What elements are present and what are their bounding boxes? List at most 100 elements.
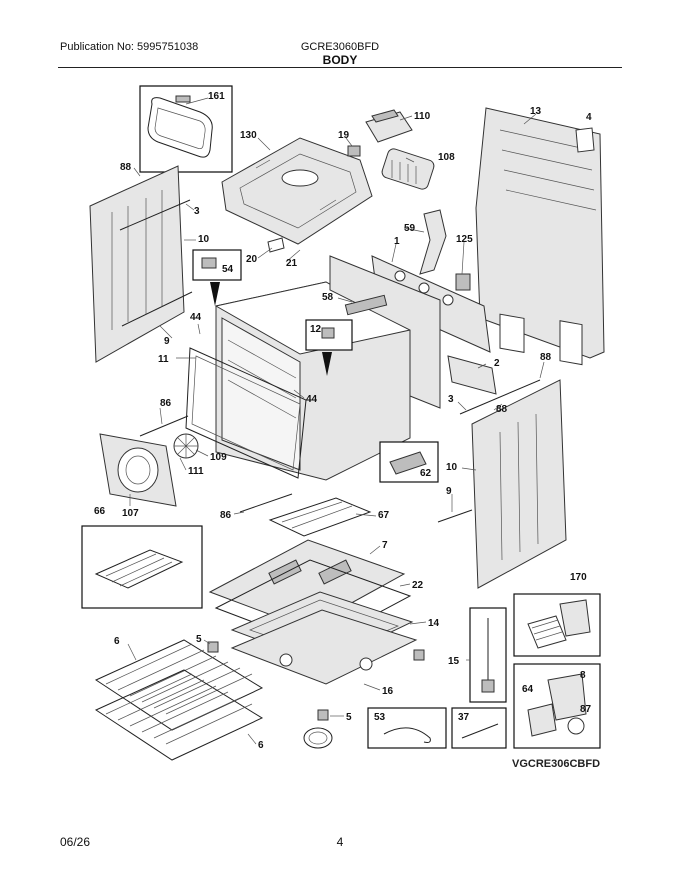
label-64: 64 bbox=[522, 684, 534, 695]
part-1-knob-c bbox=[442, 294, 454, 306]
oven-rack-supports bbox=[227, 339, 297, 419]
label-5-upper: 5 bbox=[196, 634, 202, 645]
part-8-box-group[interactable] bbox=[513, 663, 601, 749]
leader-161 bbox=[185, 97, 209, 105]
part-15-box-group[interactable] bbox=[469, 607, 507, 703]
part-54-box-group[interactable] bbox=[192, 249, 242, 306]
page-number: 4 bbox=[336, 835, 344, 849]
part-5-right-foot bbox=[413, 649, 425, 661]
part-20-bracket-group[interactable] bbox=[267, 237, 285, 253]
label-108: 108 bbox=[438, 152, 455, 163]
leader-125 bbox=[461, 241, 465, 275]
part-53-wire bbox=[383, 727, 431, 743]
part-19-switch-group[interactable] bbox=[347, 145, 361, 157]
part-6-rack-lower-bars bbox=[105, 673, 253, 745]
label-54: 54 bbox=[222, 264, 234, 275]
part-12-box-group[interactable] bbox=[305, 319, 353, 376]
part-16-base bbox=[230, 609, 418, 685]
part-66-element-loops bbox=[105, 553, 173, 587]
part-59-duct bbox=[419, 209, 447, 275]
label-88-right-top: 88 bbox=[540, 352, 552, 363]
power-cord-group[interactable] bbox=[303, 727, 333, 749]
part-58-wrap bbox=[329, 255, 441, 409]
leader-88-left bbox=[133, 167, 141, 177]
part-67-element-loops bbox=[281, 501, 353, 529]
part-170-card bbox=[527, 615, 567, 649]
part-10-right-panel-group[interactable] bbox=[437, 379, 567, 589]
power-cord-coil bbox=[303, 727, 333, 749]
part-11-gasket-inner bbox=[191, 355, 301, 471]
part-88-left-panel-group[interactable] bbox=[89, 165, 193, 363]
leader-67 bbox=[355, 513, 377, 517]
part-11-gasket-group[interactable] bbox=[185, 347, 307, 479]
part-161-frame-inner bbox=[154, 107, 206, 150]
label-1: 1 bbox=[394, 236, 400, 247]
part-54-pointer bbox=[210, 282, 220, 306]
label-87: 87 bbox=[580, 704, 592, 715]
part-125-relay-group[interactable] bbox=[455, 273, 471, 291]
label-88-right: 88 bbox=[496, 404, 508, 415]
label-170: 170 bbox=[570, 572, 587, 583]
part-110-tab bbox=[371, 109, 399, 123]
leader-5-upper bbox=[203, 639, 211, 645]
label-15: 15 bbox=[448, 656, 460, 667]
part-1-knob-a bbox=[394, 270, 406, 282]
part-7-bottom-assembly-group[interactable] bbox=[208, 539, 406, 629]
label-53: 53 bbox=[374, 712, 386, 723]
label-6-lower: 6 bbox=[258, 740, 264, 751]
leader-44-center bbox=[293, 389, 305, 399]
leader-lines bbox=[127, 97, 545, 745]
part-53-box-group[interactable] bbox=[367, 707, 447, 749]
label-9-right: 9 bbox=[446, 486, 452, 497]
label-3-left: 3 bbox=[194, 206, 200, 217]
leader-13 bbox=[523, 113, 537, 125]
leader-44-left bbox=[197, 323, 201, 335]
part-13-cutout-left bbox=[499, 313, 525, 353]
part-2-bracket-group[interactable] bbox=[447, 355, 497, 395]
label-2: 2 bbox=[494, 358, 500, 369]
label-125: 125 bbox=[456, 234, 473, 245]
part-13-vent-rows bbox=[499, 129, 597, 211]
part-109-fan-blade-group[interactable] bbox=[173, 433, 199, 459]
part-9-rail-left bbox=[121, 291, 193, 327]
part-6-rack-lower-group[interactable] bbox=[94, 669, 264, 761]
label-58: 58 bbox=[322, 292, 334, 303]
part-59-duct-group[interactable] bbox=[419, 209, 447, 275]
part-170-box-group[interactable] bbox=[513, 593, 601, 657]
part-4-label-group[interactable] bbox=[575, 127, 595, 153]
part-86-lower-group[interactable] bbox=[239, 493, 293, 513]
oven-cavity-group[interactable] bbox=[214, 255, 441, 481]
leader-111 bbox=[179, 457, 187, 471]
part-8-bracket bbox=[547, 673, 587, 721]
part-16-foot-b bbox=[359, 657, 373, 671]
publication-number: Publication No: 5995751038 bbox=[60, 41, 199, 53]
header-divider bbox=[58, 67, 622, 68]
part-37-box-group[interactable] bbox=[451, 707, 507, 749]
part-62-box-group[interactable] bbox=[379, 441, 439, 483]
part-86-element-group[interactable] bbox=[139, 415, 189, 437]
part-107-convection-cover-group[interactable] bbox=[99, 433, 177, 507]
label-44-center: 44 bbox=[306, 394, 318, 405]
part-13-back-panel-group[interactable] bbox=[475, 107, 605, 366]
part-5-right-foot-group[interactable] bbox=[413, 649, 425, 661]
part-108-fan-group[interactable] bbox=[381, 147, 436, 190]
part-87-cap bbox=[567, 717, 585, 735]
part-6-rack-upper-group[interactable] bbox=[94, 639, 264, 731]
leader-108 bbox=[405, 157, 415, 163]
part-16-base-group[interactable] bbox=[230, 609, 418, 685]
part-64-bracket bbox=[527, 703, 557, 737]
leader-16 bbox=[363, 683, 381, 691]
part-5-leveler-upper-group[interactable] bbox=[207, 641, 219, 653]
part-130-top-panel-group[interactable] bbox=[221, 137, 373, 245]
part-66-box-group[interactable] bbox=[81, 525, 203, 609]
label-12: 12 bbox=[310, 324, 322, 335]
leader-6-upper bbox=[127, 643, 137, 661]
part-108-fan-fins bbox=[391, 160, 417, 184]
label-11: 11 bbox=[158, 354, 169, 365]
label-4: 4 bbox=[586, 112, 592, 123]
part-67-bake-element-group[interactable] bbox=[268, 497, 372, 537]
part-161-gasket-group[interactable] bbox=[139, 85, 233, 173]
part-5-leveler-lower-group[interactable] bbox=[317, 709, 329, 721]
part-110-bracket-group[interactable] bbox=[365, 109, 413, 143]
part-66-box bbox=[81, 525, 203, 609]
